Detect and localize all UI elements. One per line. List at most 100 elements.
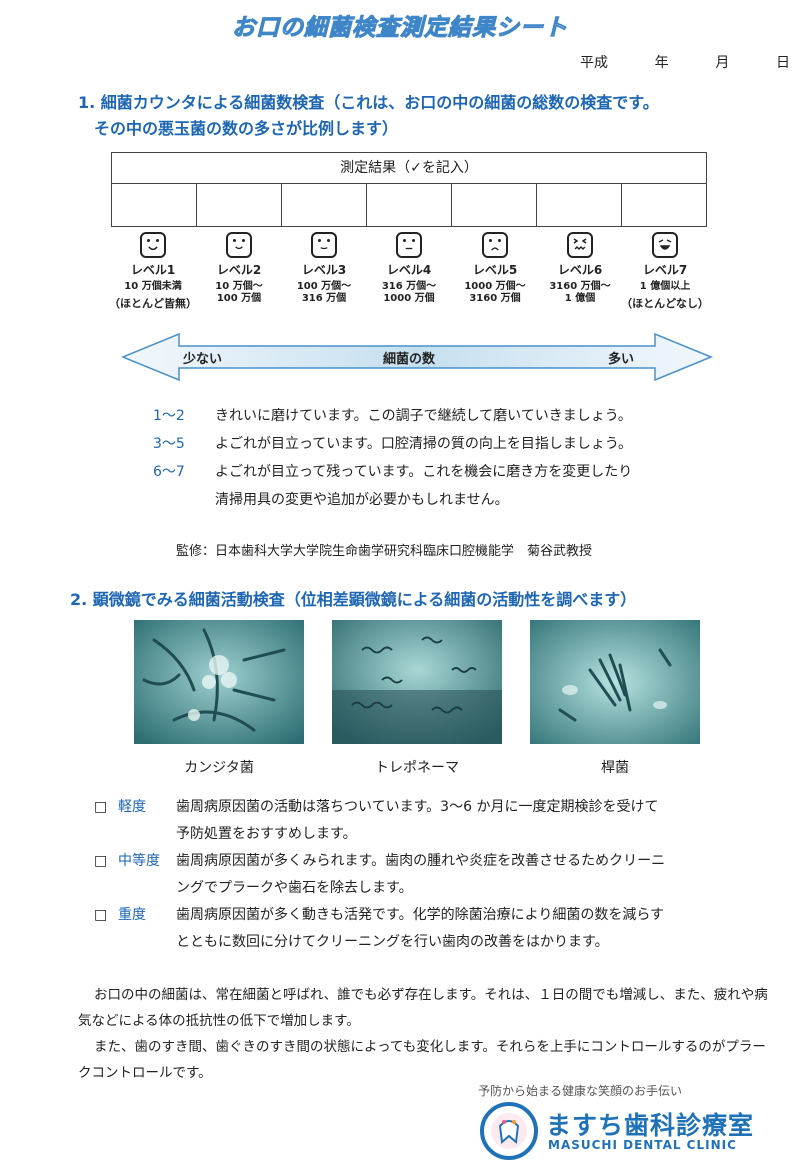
micrograph-label: 桿菌 <box>601 760 629 776</box>
activity-line2: ングでプラークや歯石を除去します。 <box>176 880 413 896</box>
level-range: 100 万個〜 316 万個 <box>296 281 352 304</box>
level-6: レベル6 3160 万個〜 1 億個 <box>535 232 625 305</box>
paragraph-1: お口の中の細菌は、常在細菌と呼ばれ、誰でも必ず存在します。それは、１日の間でも増… <box>78 987 768 1029</box>
check-cell-level1[interactable] <box>112 184 197 226</box>
activity-line2: 予防処置をおすすめします。 <box>176 826 357 842</box>
section1-heading: 1. 細菌カウンタによる細菌数検査（これは、お口の中の細菌の総数の検査です。 そ… <box>78 90 778 142</box>
check-cell-level2[interactable] <box>197 184 282 226</box>
activity-level: 重度 <box>118 907 146 923</box>
activity-text: 歯周病原因菌が多くみられます。歯肉の腫れや炎症を改善させるためクリーニ ングでプ… <box>176 848 736 902</box>
level-legend: 1〜2 きれいに磨けています。この調子で継続して磨いていきましょう。 3〜5 よ… <box>153 402 753 514</box>
check-cell-level3[interactable] <box>282 184 367 226</box>
legend-range: 1〜2 <box>153 408 185 424</box>
double-arrow-icon <box>121 332 713 382</box>
crying-face-icon <box>652 232 678 258</box>
level-3: レベル3 100 万個〜 316 万個 <box>279 232 369 305</box>
level-note: （ほとんど皆無） <box>109 297 197 310</box>
legend-text: よごれが目立っています。口腔清掃の質の向上を目指しましょう。 <box>215 436 633 452</box>
smile-face-icon <box>226 232 252 258</box>
level-5: レベル5 1000 万個〜 3160 万個 <box>450 232 540 305</box>
activity-line2: とともに数回に分けてクリーニングを行い歯肉の改善をはかります。 <box>176 934 609 950</box>
level-name: レベル5 <box>472 263 518 277</box>
clinic-name-en: MASUCHI DENTAL CLINIC <box>548 1138 737 1152</box>
activity-list: □ 軽度 歯周病原因菌の活動は落ちついています。3〜6 か月に一度定期検診を受け… <box>94 794 774 956</box>
checkbox[interactable]: □ <box>94 853 108 869</box>
level-name: レベル2 <box>216 263 262 277</box>
legend-text: よごれが目立って残っています。これを機会に磨き方を変更したり <box>215 464 633 480</box>
pained-face-icon <box>567 232 593 258</box>
check-cell-level6[interactable] <box>537 184 622 226</box>
level-name: レベル6 <box>557 263 603 277</box>
checkbox[interactable]: □ <box>94 907 108 923</box>
activity-level: 中等度 <box>118 853 160 869</box>
table-header: 測定結果（✓を記入） <box>112 153 706 184</box>
check-cell-level4[interactable] <box>367 184 452 226</box>
level-4: レベル4 316 万個〜 1000 万個 <box>364 232 454 305</box>
treponema-micrograph <box>332 620 502 744</box>
page-title: お口の細菌検査測定結果シート <box>232 15 568 42</box>
date-line: 平成 年 月 日 <box>580 52 790 72</box>
level-1: レベル1 10 万個未満 （ほとんど皆無） <box>108 232 198 311</box>
section1-heading-line2: その中の悪玉菌の数の多さが比例します） <box>94 119 399 138</box>
activity-text: 歯周病原因菌が多く動きも活発です。化学的除菌治療により細菌の数を減らす とともに… <box>176 902 736 956</box>
supervisor-credit: 監修：日本歯科大学大学院生命歯学研究科臨床口腔機能学 菊谷武教授 <box>176 544 593 559</box>
sad-face-icon <box>482 232 508 258</box>
candida-micrograph <box>134 620 304 744</box>
level-name: レベル3 <box>301 263 347 277</box>
level-row: レベル1 10 万個未満 （ほとんど皆無） レベル2 10 万個〜 100 万個… <box>108 232 710 322</box>
neutral-face-icon <box>396 232 422 258</box>
level-name: レベル7 <box>642 263 688 277</box>
date-year: 年 <box>654 55 669 71</box>
date-month: 月 <box>715 55 730 71</box>
legend-range: 6〜7 <box>153 464 185 480</box>
level-range: 10 万個未満 <box>124 281 182 292</box>
legend-text: きれいに磨けています。この調子で継続して磨いていきましょう。 <box>215 408 632 424</box>
activity-line1: 歯周病原因菌が多くみられます。歯肉の腫れや炎症を改善させるためクリーニ <box>176 853 666 869</box>
clinic-logo-icon <box>480 1102 538 1160</box>
legend-row: 1〜2 きれいに磨けています。この調子で継続して磨いていきましょう。 <box>153 402 753 430</box>
checkbox[interactable]: □ <box>94 799 108 815</box>
level-range: 10 万個〜 100 万個 <box>215 281 263 304</box>
activity-text: 歯周病原因菌の活動は落ちついています。3〜6 か月に一度定期検診を受けて 予防処… <box>176 794 736 848</box>
check-cell-level7[interactable] <box>622 184 706 226</box>
clinic-tagline: 予防から始まる健康な笑顔のお手伝い <box>478 1084 683 1098</box>
section1-heading-line1: 1. 細菌カウンタによる細菌数検査（これは、お口の中の細菌の総数の検査です。 <box>78 93 659 112</box>
legend-row: 3〜5 よごれが目立っています。口腔清掃の質の向上を目指しましょう。 <box>153 430 753 458</box>
legend-row: 6〜7 よごれが目立って残っています。これを機会に磨き方を変更したり <box>153 458 753 486</box>
activity-row: □ 軽度 歯周病原因菌の活動は落ちついています。3〜6 か月に一度定期検診を受け… <box>94 794 774 848</box>
activity-row: □ 中等度 歯周病原因菌が多くみられます。歯肉の腫れや炎症を改善させるためクリー… <box>94 848 774 902</box>
level-range: 3160 万個〜 1 億個 <box>549 281 611 304</box>
table-cells <box>112 184 706 226</box>
level-range: 1000 万個〜 3160 万個 <box>464 281 526 304</box>
level-range: 1 億個以上 <box>639 281 691 292</box>
level-note: （ほとんどなし） <box>621 297 709 310</box>
happy-face-icon <box>140 232 166 258</box>
arrow-label-center: 細菌の数 <box>383 352 436 367</box>
level-range: 316 万個〜 1000 万個 <box>381 281 437 304</box>
legend-text-continued: 清掃用具の変更や追加が必要かもしれません。 <box>215 492 509 508</box>
paragraph-2: また、歯のすき間、歯ぐきのすき間の状態によっても変化します。それらを上手にコント… <box>78 1039 766 1081</box>
activity-row: □ 重度 歯周病原因菌が多く動きも活発です。化学的除菌治療により細菌の数を減らす… <box>94 902 774 956</box>
legend-range: 3〜5 <box>153 436 185 452</box>
check-cell-level5[interactable] <box>452 184 537 226</box>
activity-line1: 歯周病原因菌が多く動きも活発です。化学的除菌治療により細菌の数を減らす <box>176 907 665 923</box>
section2-heading: 2. 顕微鏡でみる細菌活動検査（位相差顕微鏡による細菌の活動性を調べます） <box>70 590 637 609</box>
explanation-paragraph: お口の中の細菌は、常在細菌と呼ばれ、誰でも必ず存在します。それは、１日の間でも増… <box>78 982 768 1086</box>
content-face-icon <box>311 232 337 258</box>
micrograph-label: トレポネーマ <box>375 760 459 776</box>
level-name: レベル1 <box>130 263 176 277</box>
level-7: レベル7 1 億個以上 （ほとんどなし） <box>620 232 710 311</box>
bacteria-count-arrow: 少ない 細菌の数 多い <box>121 332 713 382</box>
level-2: レベル2 10 万個〜 100 万個 <box>194 232 284 305</box>
date-day: 日 <box>775 55 790 71</box>
date-era: 平成 <box>580 55 608 71</box>
result-table: 測定結果（✓を記入） <box>111 152 707 227</box>
activity-level: 軽度 <box>118 799 146 815</box>
arrow-label-right: 多い <box>608 352 635 367</box>
arrow-label-left: 少ない <box>183 352 223 367</box>
bacillus-micrograph <box>530 620 700 744</box>
activity-line1: 歯周病原因菌の活動は落ちついています。3〜6 か月に一度定期検診を受けて <box>176 799 659 815</box>
clinic-name: ますち歯科診療室 <box>546 1111 755 1140</box>
micrograph-label: カンジタ菌 <box>184 760 254 776</box>
legend-row: 清掃用具の変更や追加が必要かもしれません。 <box>153 486 753 514</box>
